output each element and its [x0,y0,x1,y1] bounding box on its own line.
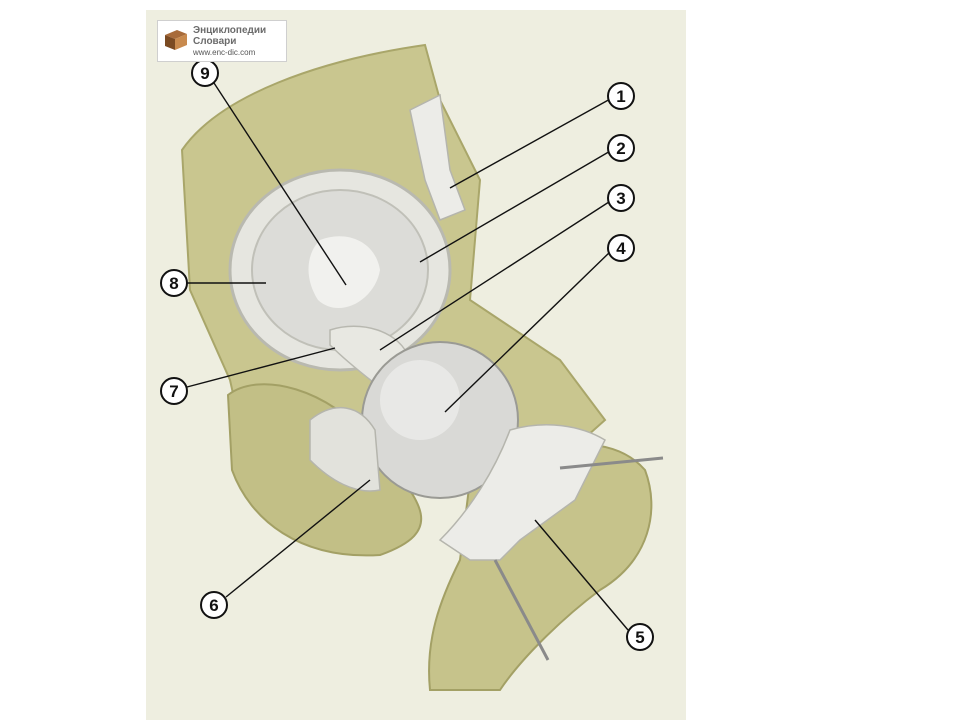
site-logo: Энциклопедии Словари www.enc-dic.com [157,20,287,62]
callout-7: 7 [160,377,188,405]
svg-text:3: 3 [616,189,625,208]
callout-2: 2 [607,134,635,162]
leader-lines [186,82,629,631]
callout-3: 3 [607,184,635,212]
probe-2 [493,559,550,661]
logo-line-2: Словари [193,36,237,47]
svg-text:5: 5 [635,628,644,647]
callout-4: 4 [607,234,635,262]
svg-text:1: 1 [616,87,625,106]
callout-9: 9 [191,59,219,87]
logo-line-1: Энциклопедии [193,25,267,36]
svg-text:9: 9 [200,64,209,83]
rectus-femoris-tendon [409,93,466,221]
callout-1: 1 [607,82,635,110]
femoral-head-highlight [380,360,460,440]
callout-5: 5 [626,623,654,651]
svg-text:7: 7 [169,382,178,401]
callout-8: 8 [160,269,188,297]
probe-1 [559,456,664,470]
svg-text:6: 6 [209,596,218,615]
logo-url: www.enc-dic.com [193,48,256,57]
joint-capsule [438,424,606,561]
book-icon [165,30,187,50]
svg-text:8: 8 [169,274,178,293]
transverse-ligament [309,406,381,492]
callout-6: 6 [200,591,228,619]
svg-text:2: 2 [616,139,625,158]
svg-text:4: 4 [616,239,626,258]
